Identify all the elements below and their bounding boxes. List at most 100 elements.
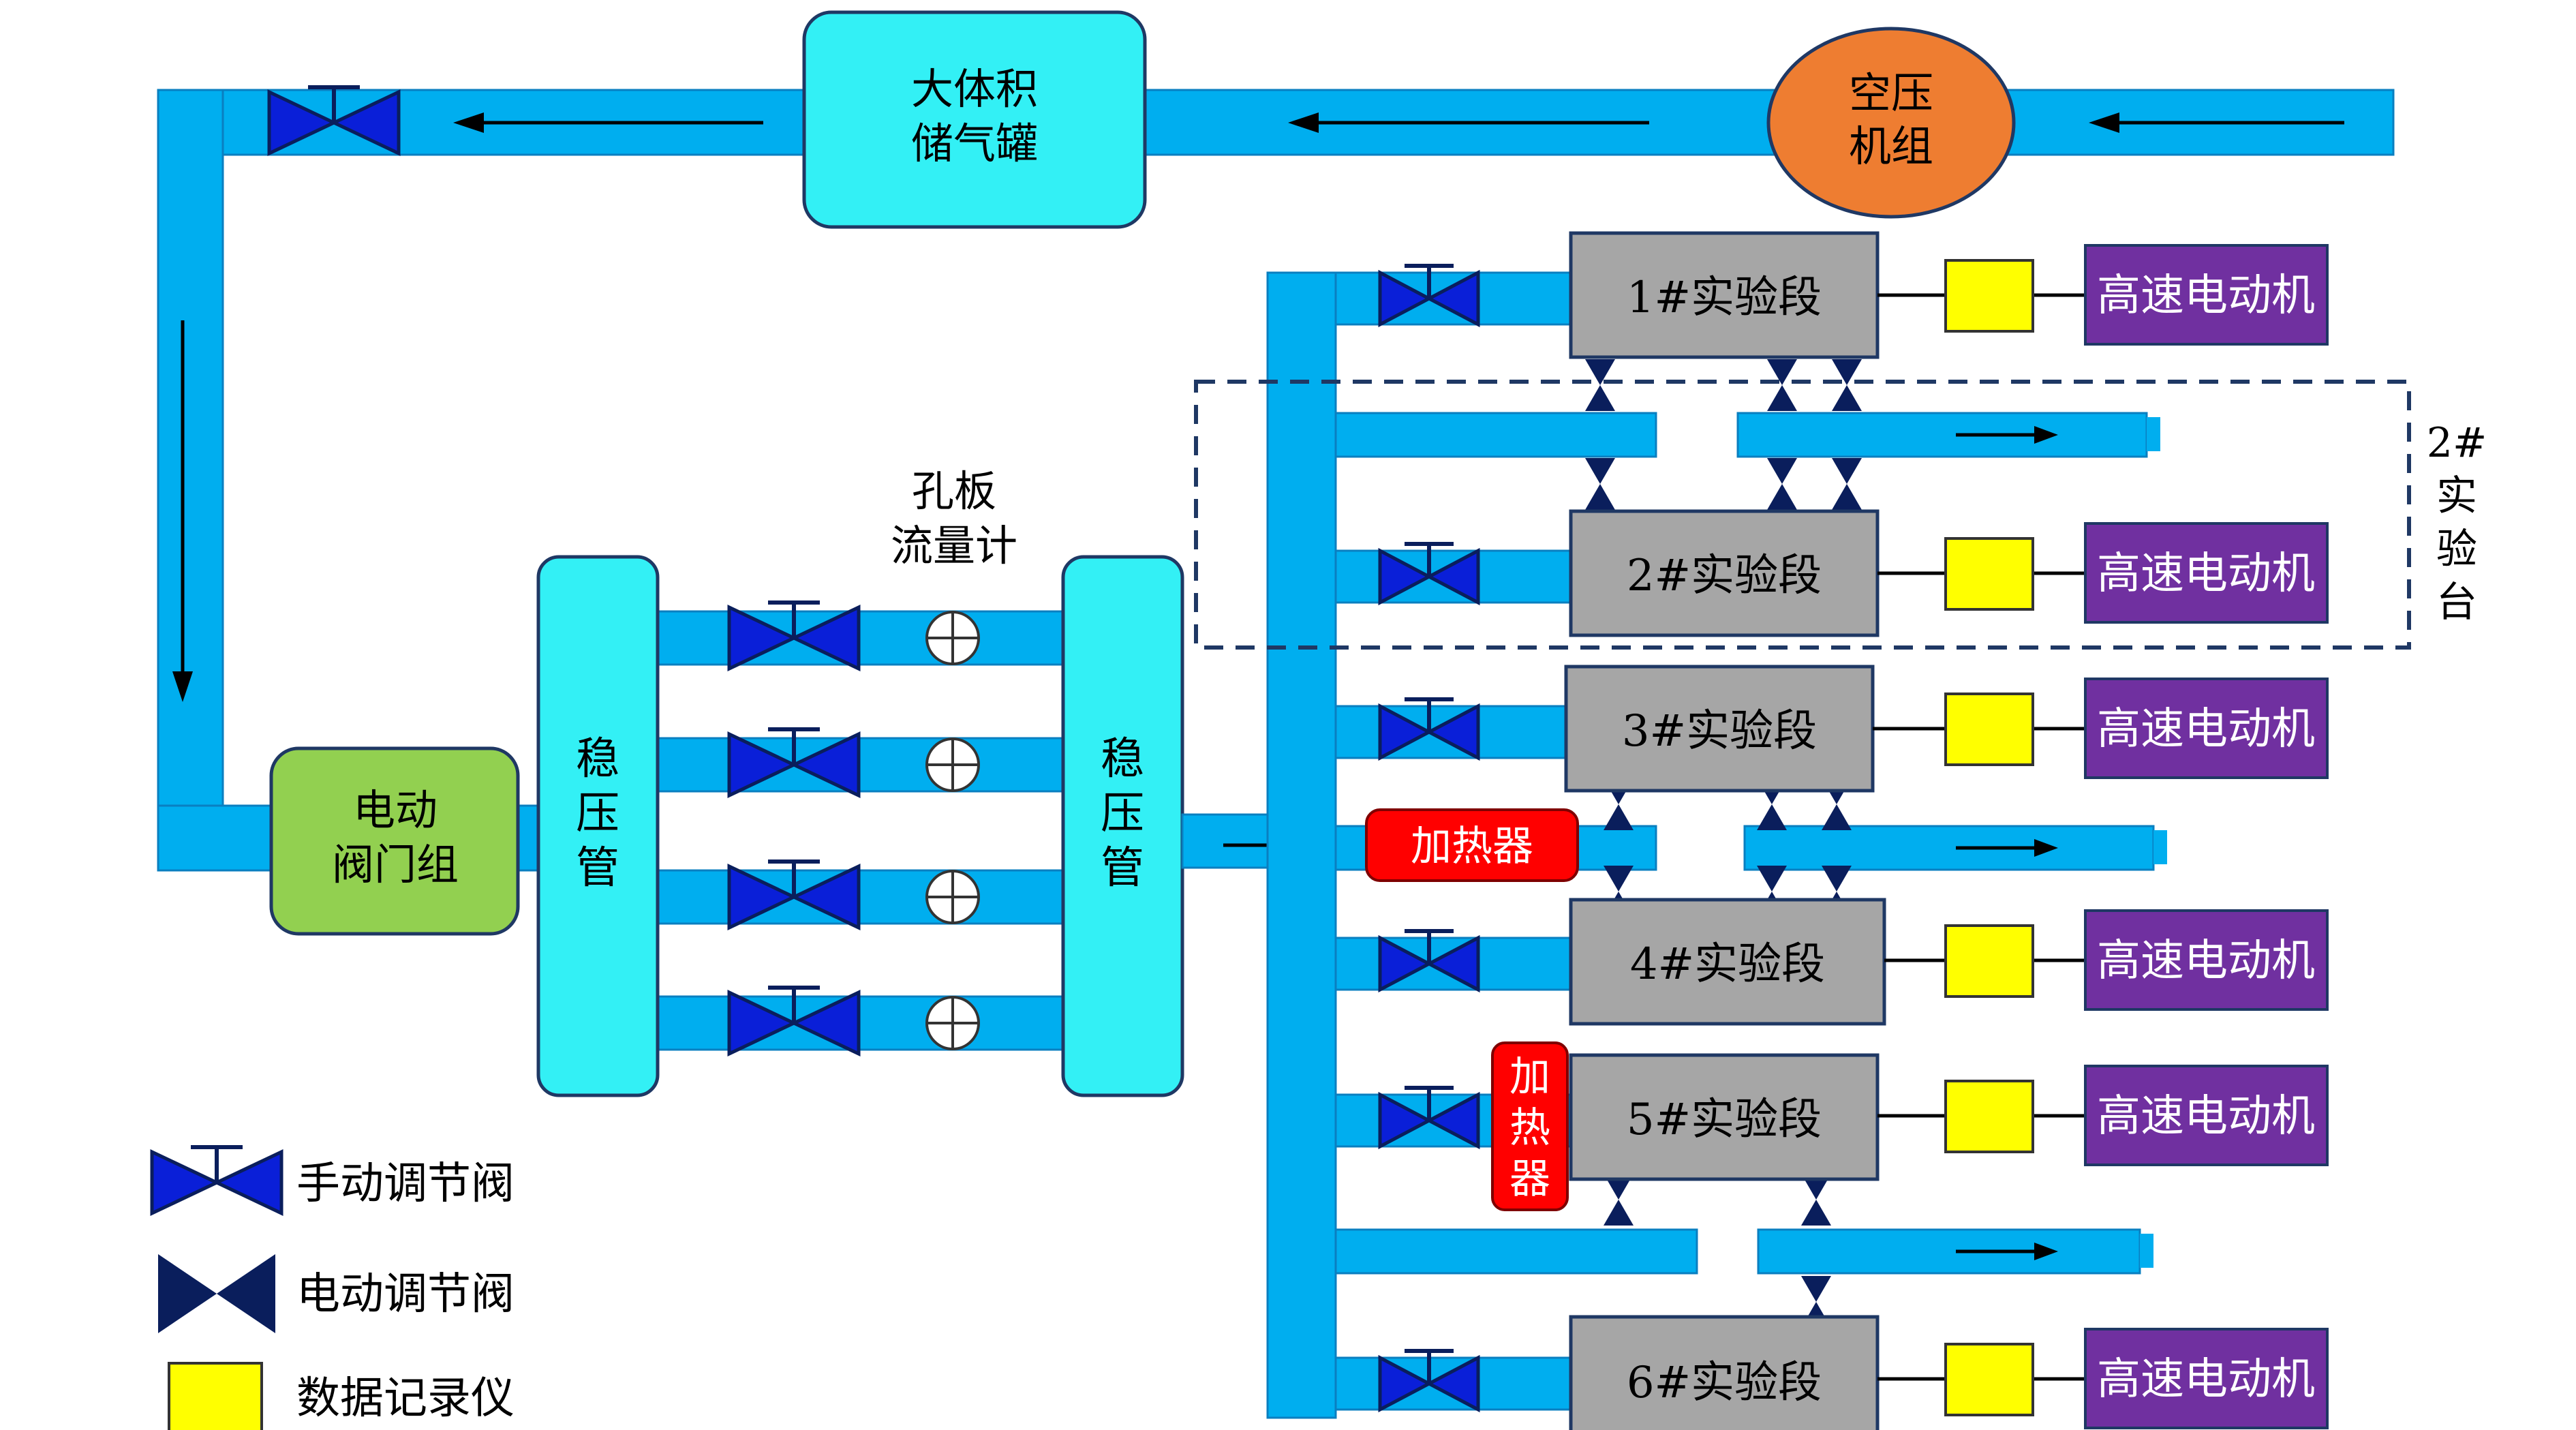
instrument-row-3: 高速电动机 [1873, 678, 2329, 779]
rig-2-label-char: 验 [2436, 526, 2477, 573]
rig-2-boundary [1194, 380, 2411, 650]
recorder-icon [168, 1362, 263, 1430]
flow-arrow-icon [1956, 1243, 2058, 1260]
electric-valve-group: 电动 阀门组 [269, 746, 520, 936]
heater-char: 加 [1509, 1053, 1550, 1101]
cross-pipe-right-34 [1743, 825, 2155, 871]
valve-group-label-line2: 阀门组 [332, 840, 459, 889]
test-section-1: 1#实验段 [1569, 231, 1880, 359]
recorder-icon [1944, 1080, 2034, 1153]
cross-pipe-cap [2147, 417, 2160, 451]
test-section-label: 4#实验段 [1630, 939, 1825, 990]
header-feed-pipe [1181, 813, 1269, 869]
flow-arrow-icon [1956, 426, 2058, 444]
recorder-icon [1944, 1343, 2034, 1416]
orifice-meter-icon [925, 996, 980, 1050]
cross-pipe-right-12 [1736, 412, 2148, 458]
motor-label: 高速电动机 [2097, 271, 2315, 321]
test-section-6: 6#实验段 [1569, 1315, 1880, 1430]
electric-valve-icon[interactable] [1767, 458, 1797, 510]
flow-arrow-icon [453, 112, 763, 133]
flow-arrow-icon [1288, 112, 1649, 133]
test-section-2: 2#实验段 [1569, 509, 1880, 637]
legend-label: 手动调节阀 [296, 1159, 515, 1209]
cross-pipe-cap [2153, 830, 2167, 864]
branch-pipe [653, 995, 1092, 1051]
test-section-label: 1#实验段 [1627, 273, 1822, 323]
stabilizer-tube-right: 稳 压 管 [1061, 555, 1184, 1097]
motor [2084, 678, 2329, 779]
stabilizer-left-char: 管 [576, 843, 619, 894]
heater-char: 器 [1509, 1155, 1550, 1203]
test-section-label: 3#实验段 [1622, 706, 1817, 757]
recorder-icon [1944, 259, 2034, 333]
orifice-meter-icon [925, 611, 980, 665]
rig-2-label-char: 实 [2436, 472, 2477, 520]
test-section-label: 2#实验段 [1627, 551, 1822, 601]
branch-pipe [653, 737, 1092, 793]
instrument-row-5: 高速电动机 [1877, 1065, 2329, 1166]
electric-valve-icon[interactable] [1585, 359, 1615, 411]
heater-char: 热 [1509, 1104, 1550, 1152]
test-section-5: 5#实验段 [1569, 1053, 1880, 1181]
motor-label: 高速电动机 [2097, 1091, 2315, 1142]
legend: 手动调节阀 电动调节阀 数据记录仪 [152, 1147, 515, 1430]
branch-pipe [653, 869, 1092, 925]
heater-vertical: 加 热 器 [1491, 1041, 1569, 1211]
orifice-meter-icon [925, 737, 980, 792]
instrument-row-1: 高速电动机 [1877, 244, 2329, 346]
test-section-4: 4#实验段 [1569, 898, 1886, 1026]
instrument-row-6: 高速电动机 [1877, 1328, 2329, 1429]
manual-valve-icon [152, 1147, 281, 1213]
cross-pipe-left-56 [1334, 1228, 1698, 1275]
motor-label: 高速电动机 [2097, 549, 2315, 599]
test-section-label: 5#实验段 [1627, 1095, 1822, 1145]
flow-arrow-icon [172, 320, 193, 702]
electric-valve-icon[interactable] [1832, 359, 1862, 411]
rig-2-label-char: 台 [2436, 579, 2477, 626]
recorder-icon [1944, 924, 2034, 998]
flow-arrow-icon [1956, 839, 2058, 857]
stabilizer-tube-left: 稳 压 管 [536, 555, 660, 1097]
cross-pipe-right-56 [1757, 1228, 2141, 1275]
test-section-label: 6#实验段 [1627, 1358, 1822, 1408]
rig-2-label-char: 2# [2427, 419, 2487, 467]
motor [2084, 909, 2329, 1011]
motor [2084, 1065, 2329, 1166]
orifice-meter-icon [925, 870, 980, 924]
stabilizer-left-char: 稳 [576, 734, 619, 785]
electric-valve-icon[interactable] [1801, 1174, 1831, 1226]
stabilizer-right-char: 压 [1101, 789, 1144, 839]
electric-valve-icon[interactable] [1767, 359, 1797, 411]
motor-label: 高速电动机 [2097, 704, 2315, 755]
branch-pipe [653, 610, 1092, 666]
electric-valve-icon[interactable] [1604, 1174, 1634, 1226]
storage-tank-label-line1: 大体积 [911, 64, 1038, 114]
compressor-label-line2: 机组 [1849, 121, 1933, 171]
orifice-label-line2: 流量计 [891, 521, 1017, 571]
heater-label: 加热器 [1411, 823, 1533, 870]
motor [2084, 244, 2329, 346]
electric-valve-icon[interactable] [1832, 458, 1862, 510]
compressor-label-line1: 空压 [1849, 68, 1933, 118]
stabilizer-right-char: 管 [1101, 843, 1144, 894]
motor-label: 高速电动机 [2097, 936, 2315, 986]
electric-valve-icon [158, 1254, 275, 1333]
heater-horizontal: 加热器 [1365, 808, 1579, 882]
cross-pipe-left-12 [1334, 412, 1657, 458]
storage-tank-label-line2: 储气罐 [911, 119, 1038, 168]
cross-pipe-cap [2140, 1234, 2153, 1268]
electric-valve-icon[interactable] [1585, 458, 1615, 510]
recorder-icon [1944, 537, 2034, 611]
flow-arrow-icon [2089, 112, 2344, 133]
test-section-3: 3#实验段 [1564, 665, 1875, 793]
motor [2084, 522, 2329, 624]
legend-label: 数据记录仪 [296, 1373, 515, 1424]
stabilizer-right-char: 稳 [1101, 734, 1144, 785]
return-down-pipe [157, 89, 224, 872]
motor-label: 高速电动机 [2097, 1354, 2315, 1405]
instrument-row-2: 高速电动机 [1877, 522, 2329, 624]
valve-group-label-line1: 电动 [353, 785, 438, 835]
